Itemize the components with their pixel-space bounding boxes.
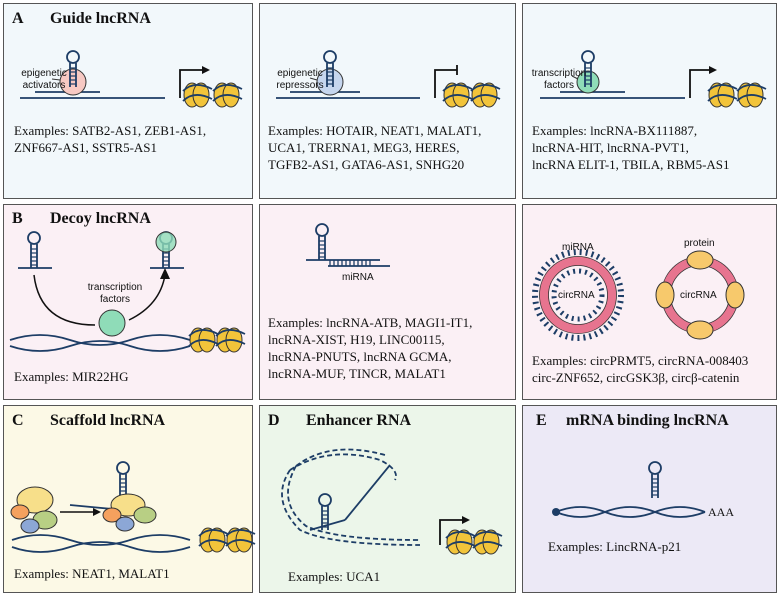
b3-circrna2-label: circRNA: [680, 290, 717, 301]
b3-examples-line2: circ-ZNF652, circGSK3β, circβ-catenin: [532, 370, 740, 385]
panel-a-letter: A: [12, 10, 24, 27]
panel-d-letter: D: [268, 412, 280, 429]
panel-d-title: Enhancer RNA: [306, 412, 412, 429]
panel-e-letter: E: [536, 412, 547, 429]
panel-a3: [522, 3, 777, 199]
b1-label-line2: factors: [99, 294, 130, 305]
a1-label-line2: activators: [22, 80, 66, 91]
a2-examples-line3: TGFB2-AS1, GATA6-AS1, SNHG20: [268, 157, 465, 172]
c-examples: Examples: NEAT1, MALAT1: [14, 566, 170, 581]
a2-label-line1: epigenetic: [277, 68, 323, 79]
b3-protein-label: protein: [684, 238, 715, 249]
b1-examples: Examples: MIR22HG: [14, 369, 129, 384]
b3-circrna-label: circRNA: [558, 290, 595, 301]
panel-a1: [3, 3, 253, 199]
panel-b2: [259, 204, 516, 400]
a3-examples-line3: lncRNA ELIT-1, TBILA, RBM5-AS1: [532, 157, 730, 172]
b1-label-line1: transcription: [87, 282, 143, 293]
a1-label-line1: epigenetic: [21, 68, 67, 79]
b2-mirna-label: miRNA: [342, 272, 374, 283]
e-examples: Examples: LincRNA-p21: [548, 539, 682, 554]
panel-a-title: Guide lncRNA: [50, 10, 151, 27]
b2-examples-line2: lncRNA-XIST, H19, LINC00115,: [268, 332, 445, 347]
a2-examples-line2: UCA1, TRERNA1, MEG3, HERES,: [268, 140, 460, 155]
b2-examples-line3: lncRNA-PNUTS, lncRNA GCMA,: [268, 349, 452, 364]
d-examples: Examples: UCA1: [288, 569, 381, 584]
panel-b-title: Decoy lncRNA: [50, 210, 151, 227]
panel-b1: [3, 204, 253, 400]
b3-mirna-label: miRNA: [562, 242, 594, 253]
b3-examples-line1: Examples: circPRMT5, circRNA-008403: [532, 353, 749, 368]
a3-label-line2: factors: [543, 80, 574, 91]
a3-label-line1: transcription: [531, 68, 587, 79]
a1-examples-line1: Examples: SATB2-AS1, ZEB1-AS1,: [14, 123, 207, 138]
panel-e: [522, 405, 777, 593]
a3-examples-line1: Examples: lncRNA-BX111887,: [532, 123, 698, 138]
panel-c-title: Scaffold lncRNA: [50, 412, 166, 429]
b2-examples-line1: Examples: lncRNA-ATB, MAGI1-IT1,: [268, 315, 473, 330]
e-aaa-label: AAA: [708, 505, 734, 519]
b2-examples-line4: lncRNA-MUF, TINCR, MALAT1: [268, 366, 446, 381]
a1-examples-line2: ZNF667-AS1, SSTR5-AS1: [14, 140, 158, 155]
a3-examples-line2: lncRNA-HIT, lncRNA-PVT1,: [532, 140, 689, 155]
a2-label-line2: repressors: [276, 80, 324, 91]
panel-b-letter: B: [12, 210, 23, 227]
panel-d: [259, 405, 516, 593]
a2-examples-line1: Examples: HOTAIR, NEAT1, MALAT1,: [268, 123, 482, 138]
panel-c-letter: C: [12, 412, 24, 429]
panel-e-title: mRNA binding lncRNA: [566, 412, 729, 429]
